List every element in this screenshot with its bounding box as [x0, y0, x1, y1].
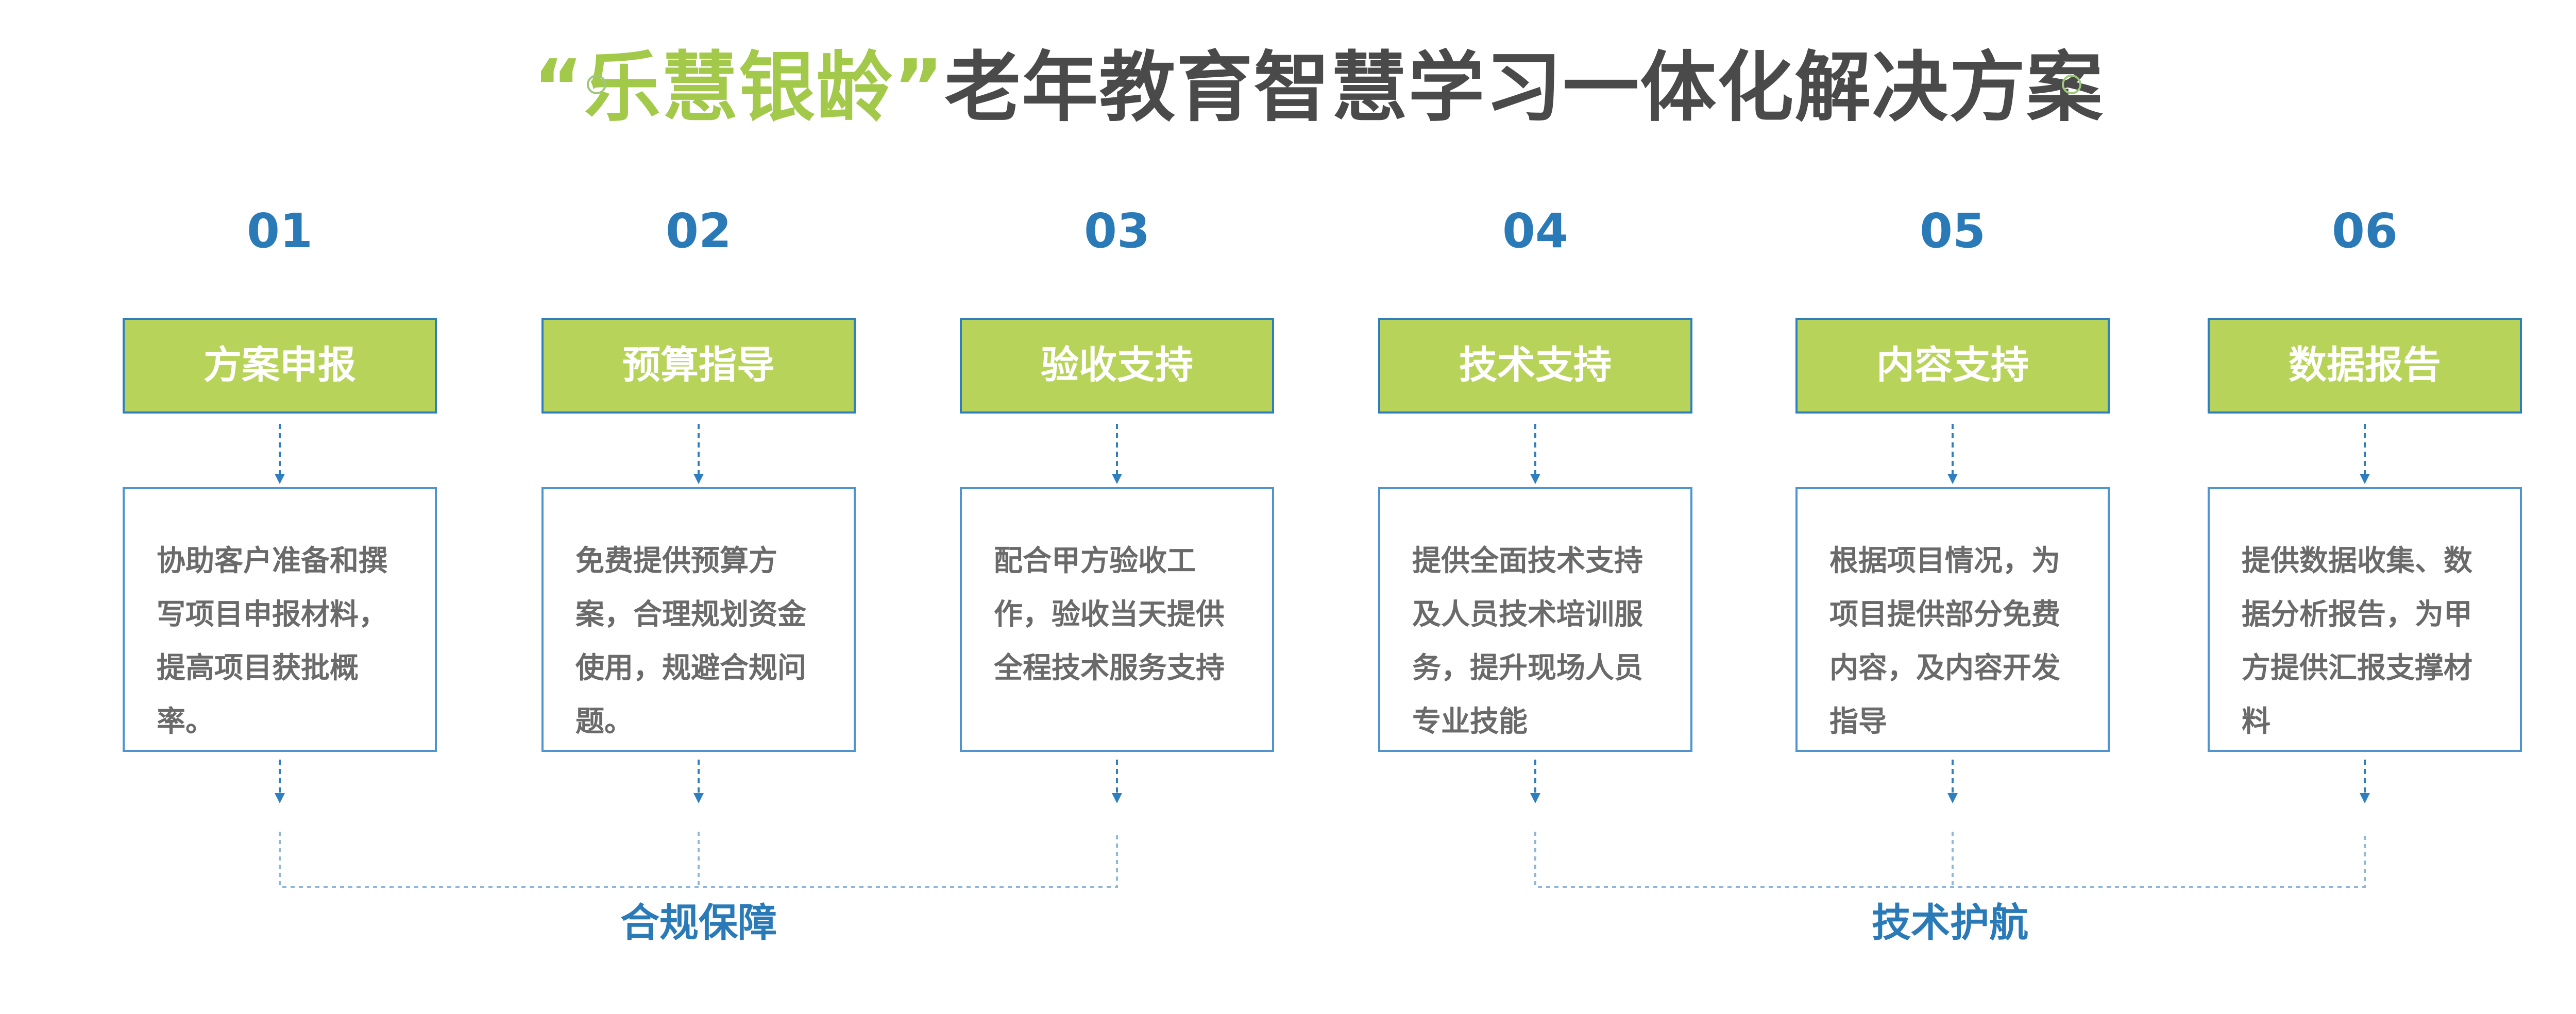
step-heading: 内容支持 — [1795, 318, 2110, 414]
arrow-head-01-bottom — [275, 793, 285, 803]
step-description: 协助客户准备和撰写项目申报材料，提高项目获批概率。 — [123, 487, 437, 752]
arrow-head-05-top — [1947, 474, 1958, 484]
bracket-compliance — [279, 832, 1118, 888]
bracket-tech — [1534, 832, 2366, 888]
arrow-head-02-top — [693, 474, 704, 484]
arrow-head-03-top — [1112, 474, 1122, 484]
step-number: 02 — [665, 203, 732, 259]
title-bar: “乐慧银龄”老年教育智慧学习一体化解决方案 — [0, 39, 2576, 136]
group-brackets — [279, 832, 2366, 888]
step-number: 05 — [1919, 203, 1986, 259]
step-description: 配合甲方验收工作，验收当天提供全程技术服务支持 — [960, 487, 1274, 752]
page-title: “乐慧银龄”老年教育智慧学习一体化解决方案 — [533, 39, 2104, 136]
page-title-main: 老年教育智慧学习一体化解决方案 — [944, 43, 2104, 132]
arrow-head-01-top — [275, 474, 285, 484]
step-description: 免费提供预算方案，合理规划资金使用，规避合规问题。 — [541, 487, 856, 752]
step-number: 06 — [2331, 203, 2398, 259]
group-label-tech: 技术护航 — [1872, 900, 2028, 946]
step-heading: 预算指导 — [541, 318, 856, 414]
arrow-heads — [275, 474, 2370, 803]
circle-right-icon — [2062, 75, 2081, 94]
step-description: 提供全面技术支持及人员技术培训服务，提升现场人员专业技能 — [1378, 487, 1692, 752]
circle-left-icon — [587, 75, 606, 94]
arrow-head-06-top — [2360, 474, 2370, 484]
step-description: 提供数据收集、数据分析报告，为甲方提供汇报支撑材料 — [2208, 487, 2522, 752]
arrow-shafts — [279, 424, 2366, 793]
step-heading: 技术支持 — [1378, 318, 1692, 414]
group-label-compliance: 合规保障 — [620, 900, 777, 946]
arrow-head-02-bottom — [693, 793, 704, 803]
arrow-head-05-bottom — [1947, 793, 1958, 803]
step-heading: 验收支持 — [960, 318, 1274, 414]
arrow-head-04-top — [1530, 474, 1540, 484]
step-heading: 数据报告 — [2208, 318, 2522, 414]
arrow-head-03-bottom — [1112, 793, 1122, 803]
step-number: 01 — [246, 203, 313, 259]
step-heading: 方案申报 — [123, 318, 437, 414]
step-description: 根据项目情况，为项目提供部分免费内容，及内容开发指导 — [1795, 487, 2110, 752]
arrow-head-06-bottom — [2360, 793, 2370, 803]
step-number: 03 — [1083, 203, 1150, 259]
step-number: 04 — [1502, 203, 1569, 259]
arrow-head-04-bottom — [1530, 793, 1540, 803]
